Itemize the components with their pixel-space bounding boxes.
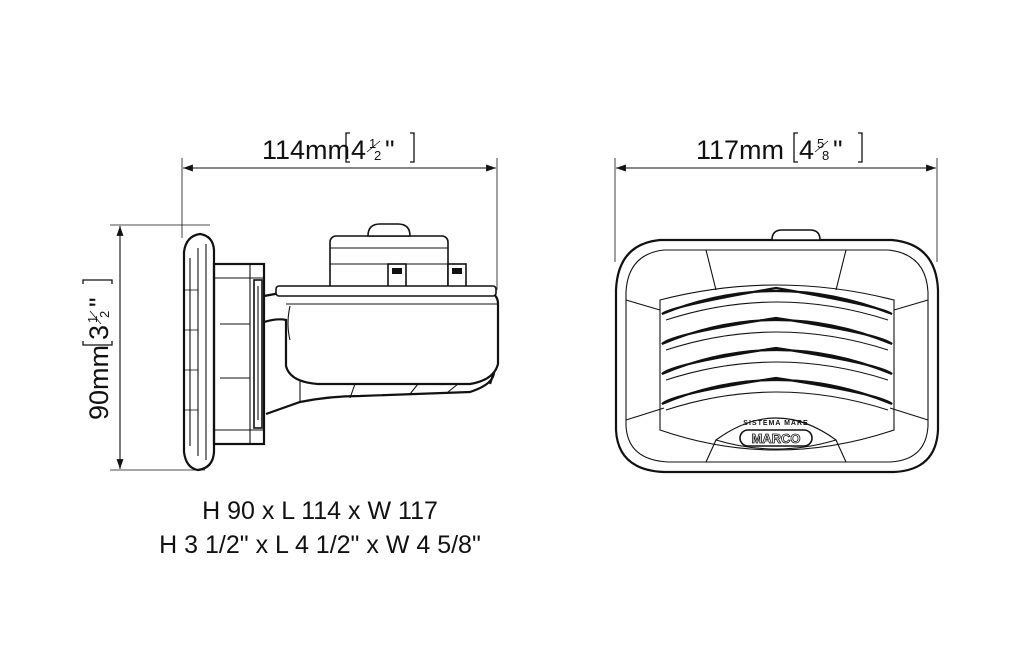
front-width-inch-den: 8 bbox=[822, 148, 829, 163]
brand-small-text: SISTEMA MARE bbox=[743, 420, 808, 427]
side-width-inch-num: 1 bbox=[369, 136, 376, 151]
side-height-dimension: 90mm 3 1 2 " bbox=[82, 224, 210, 471]
dimensions-imperial: H 3 1/2" x L 4 1/2" x W 4 5/8" bbox=[159, 531, 481, 559]
svg-text:": " bbox=[84, 297, 114, 307]
side-width-inch-den: 2 bbox=[374, 148, 381, 163]
svg-text:MARCO: MARCO bbox=[751, 431, 800, 446]
front-width-inch-whole: 4 bbox=[799, 135, 814, 165]
dimensions-metric: H 90 x L 114 x W 117 bbox=[202, 497, 438, 525]
terminal-left bbox=[387, 263, 407, 289]
svg-text:": " bbox=[385, 135, 395, 165]
side-height-inch-den: 2 bbox=[97, 311, 112, 318]
horn-front-view: SISTEMA MARE MARCO bbox=[614, 229, 940, 474]
side-height-inch-num: 1 bbox=[85, 316, 100, 323]
front-width-inch-num: 5 bbox=[817, 136, 824, 151]
svg-text:": " bbox=[833, 135, 843, 165]
brand-logo: MARCO bbox=[739, 429, 813, 447]
grille-slats bbox=[661, 286, 893, 411]
dimensions-summary: H 90 x L 114 x W 117 H 3 1/2" x L 4 1/2"… bbox=[110, 494, 530, 562]
side-width-inch-whole: 4 bbox=[351, 135, 366, 165]
side-height-inch-whole: 3 bbox=[84, 325, 114, 340]
horn-side-view bbox=[182, 223, 500, 472]
side-width-mm: 114mm bbox=[262, 135, 350, 165]
terminal-right bbox=[447, 263, 467, 289]
side-width-dimension: 114mm 4 1 2 " bbox=[181, 132, 498, 290]
front-width-dimension: 117mm 4 5 8 " bbox=[614, 132, 938, 262]
front-width-mm: 117mm bbox=[696, 135, 784, 165]
side-height-mm: 90mm bbox=[84, 345, 114, 420]
